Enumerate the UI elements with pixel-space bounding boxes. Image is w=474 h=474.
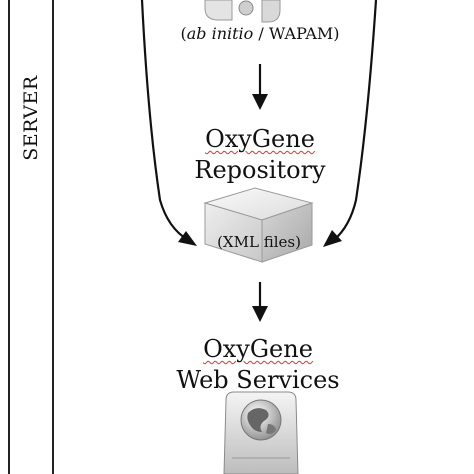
arrow-to-repository <box>252 64 268 110</box>
top-caption: (ab initio / WAPAM) <box>180 24 339 43</box>
top-caption-rest: / WAPAM) <box>253 24 340 43</box>
repository-box-icon <box>203 187 314 263</box>
arrow-to-web-services <box>252 282 268 322</box>
web-services-title-line2: Web Services <box>176 366 340 394</box>
server-band <box>8 0 54 474</box>
top-caption-italic: ab initio <box>186 24 254 43</box>
repository-title-line2: Repository <box>194 156 326 184</box>
right-curved-arrow <box>323 0 378 247</box>
web-services-title: OxyGene Web Services <box>176 334 339 396</box>
top-process-icon <box>204 0 281 23</box>
left-curved-arrow <box>140 0 197 246</box>
server-globe-icon <box>223 391 299 474</box>
repository-title-line1: OxyGene <box>205 125 315 153</box>
web-services-title-line1: OxyGene <box>203 335 313 363</box>
top-caption-open: ( <box>180 24 187 43</box>
xml-files-caption: (XML files) <box>217 233 301 251</box>
repository-title: OxyGene Repository <box>194 124 325 186</box>
